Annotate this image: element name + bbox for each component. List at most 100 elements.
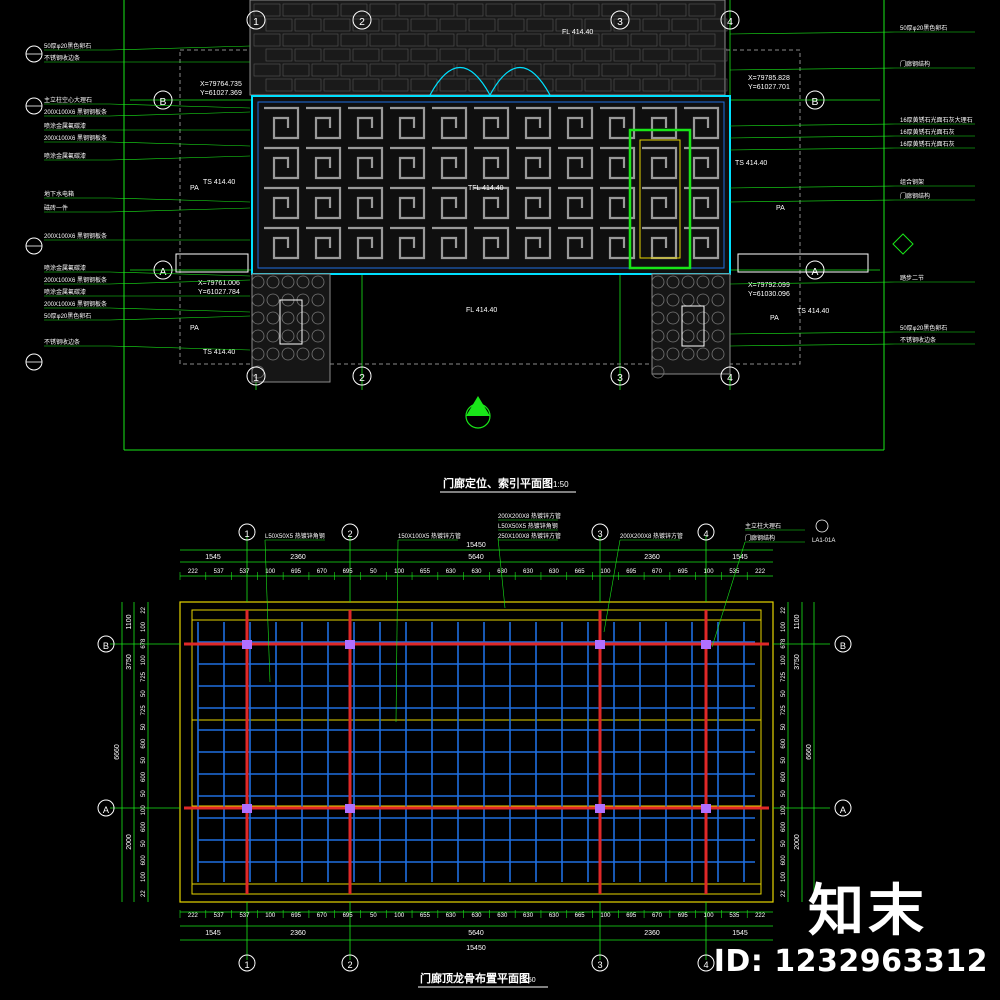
- right-note: 踏步二节: [900, 274, 924, 282]
- dim-chain-left: 100: [141, 621, 147, 632]
- dim-chain-bottom: 630: [497, 913, 508, 919]
- light-box-right: [681, 305, 705, 347]
- stone-block: [410, 18, 438, 32]
- pebble: [311, 347, 325, 361]
- plan-scale: 1:50: [553, 480, 569, 489]
- stone-block: [630, 3, 658, 17]
- stone-block: [294, 18, 322, 32]
- dim-right-top: 1100: [794, 614, 801, 629]
- elevation-ts-left-low: TS 414.40: [203, 349, 235, 356]
- dim-chain-right: 600: [781, 738, 787, 749]
- stone-block: [410, 78, 438, 92]
- stone-block: [456, 3, 484, 17]
- right-note-leader: [729, 199, 896, 203]
- stone-block: [282, 33, 310, 47]
- dim-right-overall: 6660: [806, 744, 813, 760]
- left-note-leader: [109, 207, 251, 213]
- key-motif: [306, 226, 342, 260]
- dim-chain-top: 655: [420, 569, 431, 575]
- pebble: [251, 347, 265, 361]
- stone-block: [340, 33, 368, 47]
- dim-bay-left-b: 2360: [290, 930, 306, 937]
- stone-block: [584, 48, 612, 62]
- stone-block: [468, 48, 496, 62]
- row-bubble-left-A-circle: [97, 799, 115, 817]
- axis-bubble-bottom-3-circle: [591, 954, 609, 972]
- stone-block: [601, 3, 629, 17]
- dim-chain-top: 537: [239, 569, 250, 575]
- dim-chain-bottom: 670: [652, 913, 663, 919]
- key-motif: [642, 146, 678, 180]
- left-note: 200X100X6 黑钢钢板条: [44, 134, 107, 142]
- step-left: [175, 253, 249, 273]
- coord-se-y: Y=61030.096: [748, 291, 790, 298]
- plan-scale: 1:50: [522, 977, 536, 984]
- stone-block: [659, 3, 687, 17]
- stone-block: [584, 78, 612, 92]
- pebble: [666, 275, 680, 289]
- column-node: [345, 640, 355, 649]
- pebble: [266, 347, 280, 361]
- stone-block: [642, 48, 670, 62]
- dim-chain-left: 100: [141, 655, 147, 666]
- left-note: 不锈钢收边条: [44, 338, 80, 346]
- dim-chain-left: 50: [141, 790, 147, 797]
- axis-bubble-bottom-4-label: 4: [727, 373, 733, 384]
- axis-bubble-top-2-circle: [352, 10, 372, 30]
- axis-bubble-bottom-1-circle: [246, 366, 266, 386]
- key-motif: [432, 226, 468, 260]
- dim-chain-bottom: 630: [549, 913, 560, 919]
- left-note-leader: [109, 103, 251, 109]
- plan-title: 门廊定位、索引平面图: [443, 476, 553, 490]
- stone-block: [439, 78, 467, 92]
- stone-block: [671, 48, 699, 62]
- stone-block: [439, 48, 467, 62]
- right-note-leader: [729, 185, 896, 189]
- callout-text: 250X100X8 热镀锌方管: [498, 532, 561, 540]
- elevation-ts-right: TS 414.40: [735, 160, 767, 167]
- dim-left-lower: 2000: [126, 834, 133, 850]
- column-node: [701, 804, 711, 813]
- pebble: [266, 293, 280, 307]
- stone-block: [398, 33, 426, 47]
- dim-chain-right: 100: [781, 621, 787, 632]
- ceiling-framing-plan-drawing: 11223344BABA1545015452360564023601545222…: [0, 512, 876, 1000]
- selected-panel: [628, 128, 692, 270]
- coord-ne-y: Y=61027.701: [748, 84, 790, 91]
- left-note-leader: [109, 141, 251, 147]
- key-motif: [684, 226, 720, 260]
- pebble: [266, 311, 280, 325]
- callout-text: L50X50X5 热镀锌角钢: [498, 522, 558, 530]
- dim-bay-right-b: 2360: [644, 930, 660, 937]
- stone-block: [253, 3, 281, 17]
- stone-block: [659, 63, 687, 77]
- pebble: [251, 329, 265, 343]
- left-note-leader: [109, 315, 251, 321]
- key-motif: [600, 146, 636, 180]
- dim-chain-top: 695: [343, 569, 354, 575]
- stone-block: [497, 18, 525, 32]
- key-motif: [432, 186, 468, 220]
- dim-left-overall: 6660: [114, 744, 121, 760]
- dim-chain-left: 50: [141, 690, 147, 697]
- plan-title: 门廊顶龙骨布置平面图: [420, 971, 530, 985]
- right-note-leader: [729, 31, 896, 35]
- dim-chain-right: 678: [781, 638, 787, 649]
- row-bubble-right-A-circle: [805, 260, 825, 280]
- key-motif: [516, 186, 552, 220]
- pebble: [281, 275, 295, 289]
- dim-chain-bottom: 695: [678, 913, 689, 919]
- row-bubble-right-B-label: B: [812, 97, 819, 108]
- dim-chain-left: 50: [141, 723, 147, 730]
- stone-block: [485, 33, 513, 47]
- left-note: 50厚φ20黑色卵石: [44, 312, 91, 320]
- index-symbol: [815, 519, 829, 533]
- stone-block: [265, 78, 293, 92]
- key-motif: [600, 186, 636, 220]
- dim-chain-bottom: 222: [188, 913, 199, 919]
- right-note: 16厚黄锈石光面石灰: [900, 128, 955, 136]
- light-box-left: [279, 299, 303, 345]
- stone-block: [555, 18, 583, 32]
- key-motif: [474, 186, 510, 220]
- axis-bubble-top-2-circle: [341, 523, 359, 541]
